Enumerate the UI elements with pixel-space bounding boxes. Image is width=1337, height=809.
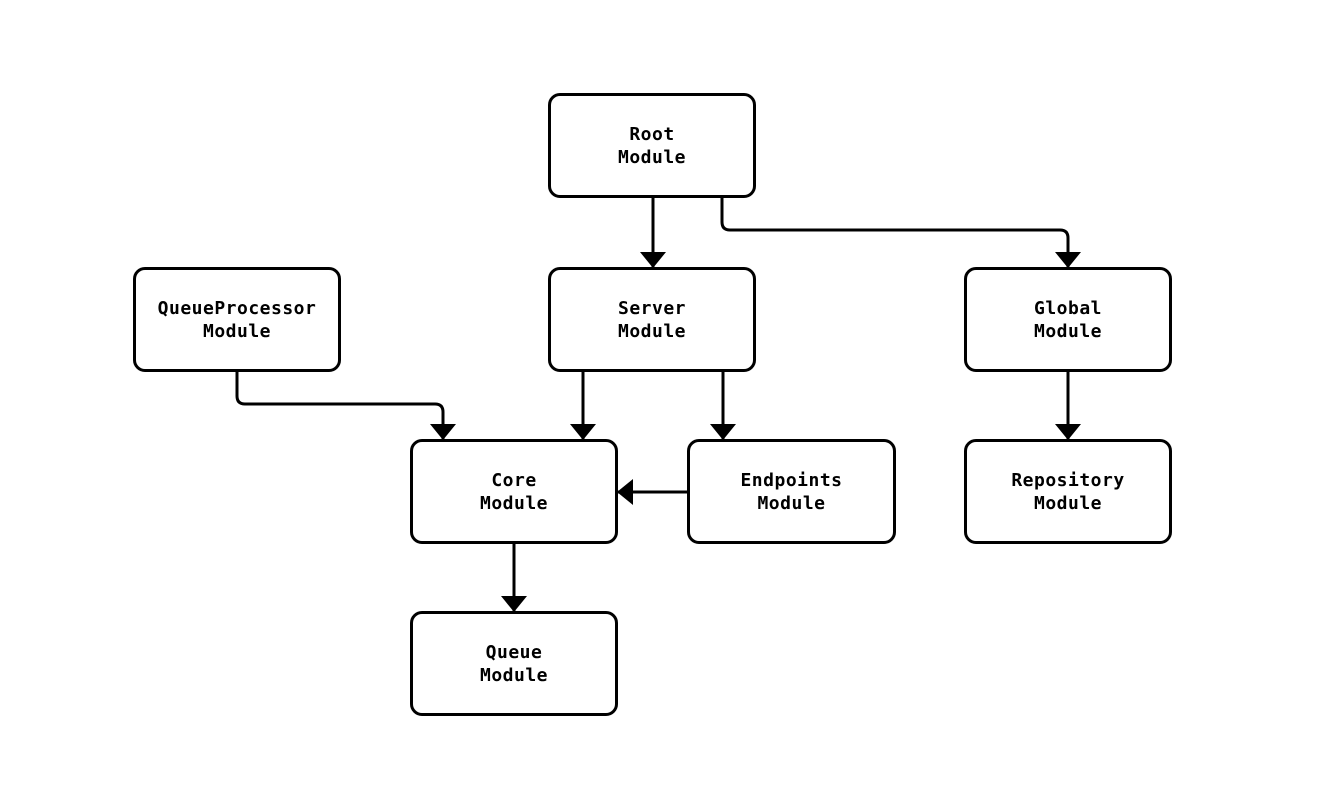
node-repository: Repository Module — [964, 439, 1172, 544]
edge-root-to-global — [720, 198, 1081, 268]
node-queue-processor: QueueProcessor Module — [133, 267, 341, 372]
node-core: Core Module — [410, 439, 618, 544]
node-endpoints: Endpoints Module — [687, 439, 896, 544]
node-queue: Queue Module — [410, 611, 618, 716]
node-server: Server Module — [548, 267, 756, 372]
node-global: Global Module — [964, 267, 1172, 372]
node-root: Root Module — [548, 93, 756, 198]
edge-queue-processor-to-core — [235, 372, 456, 440]
